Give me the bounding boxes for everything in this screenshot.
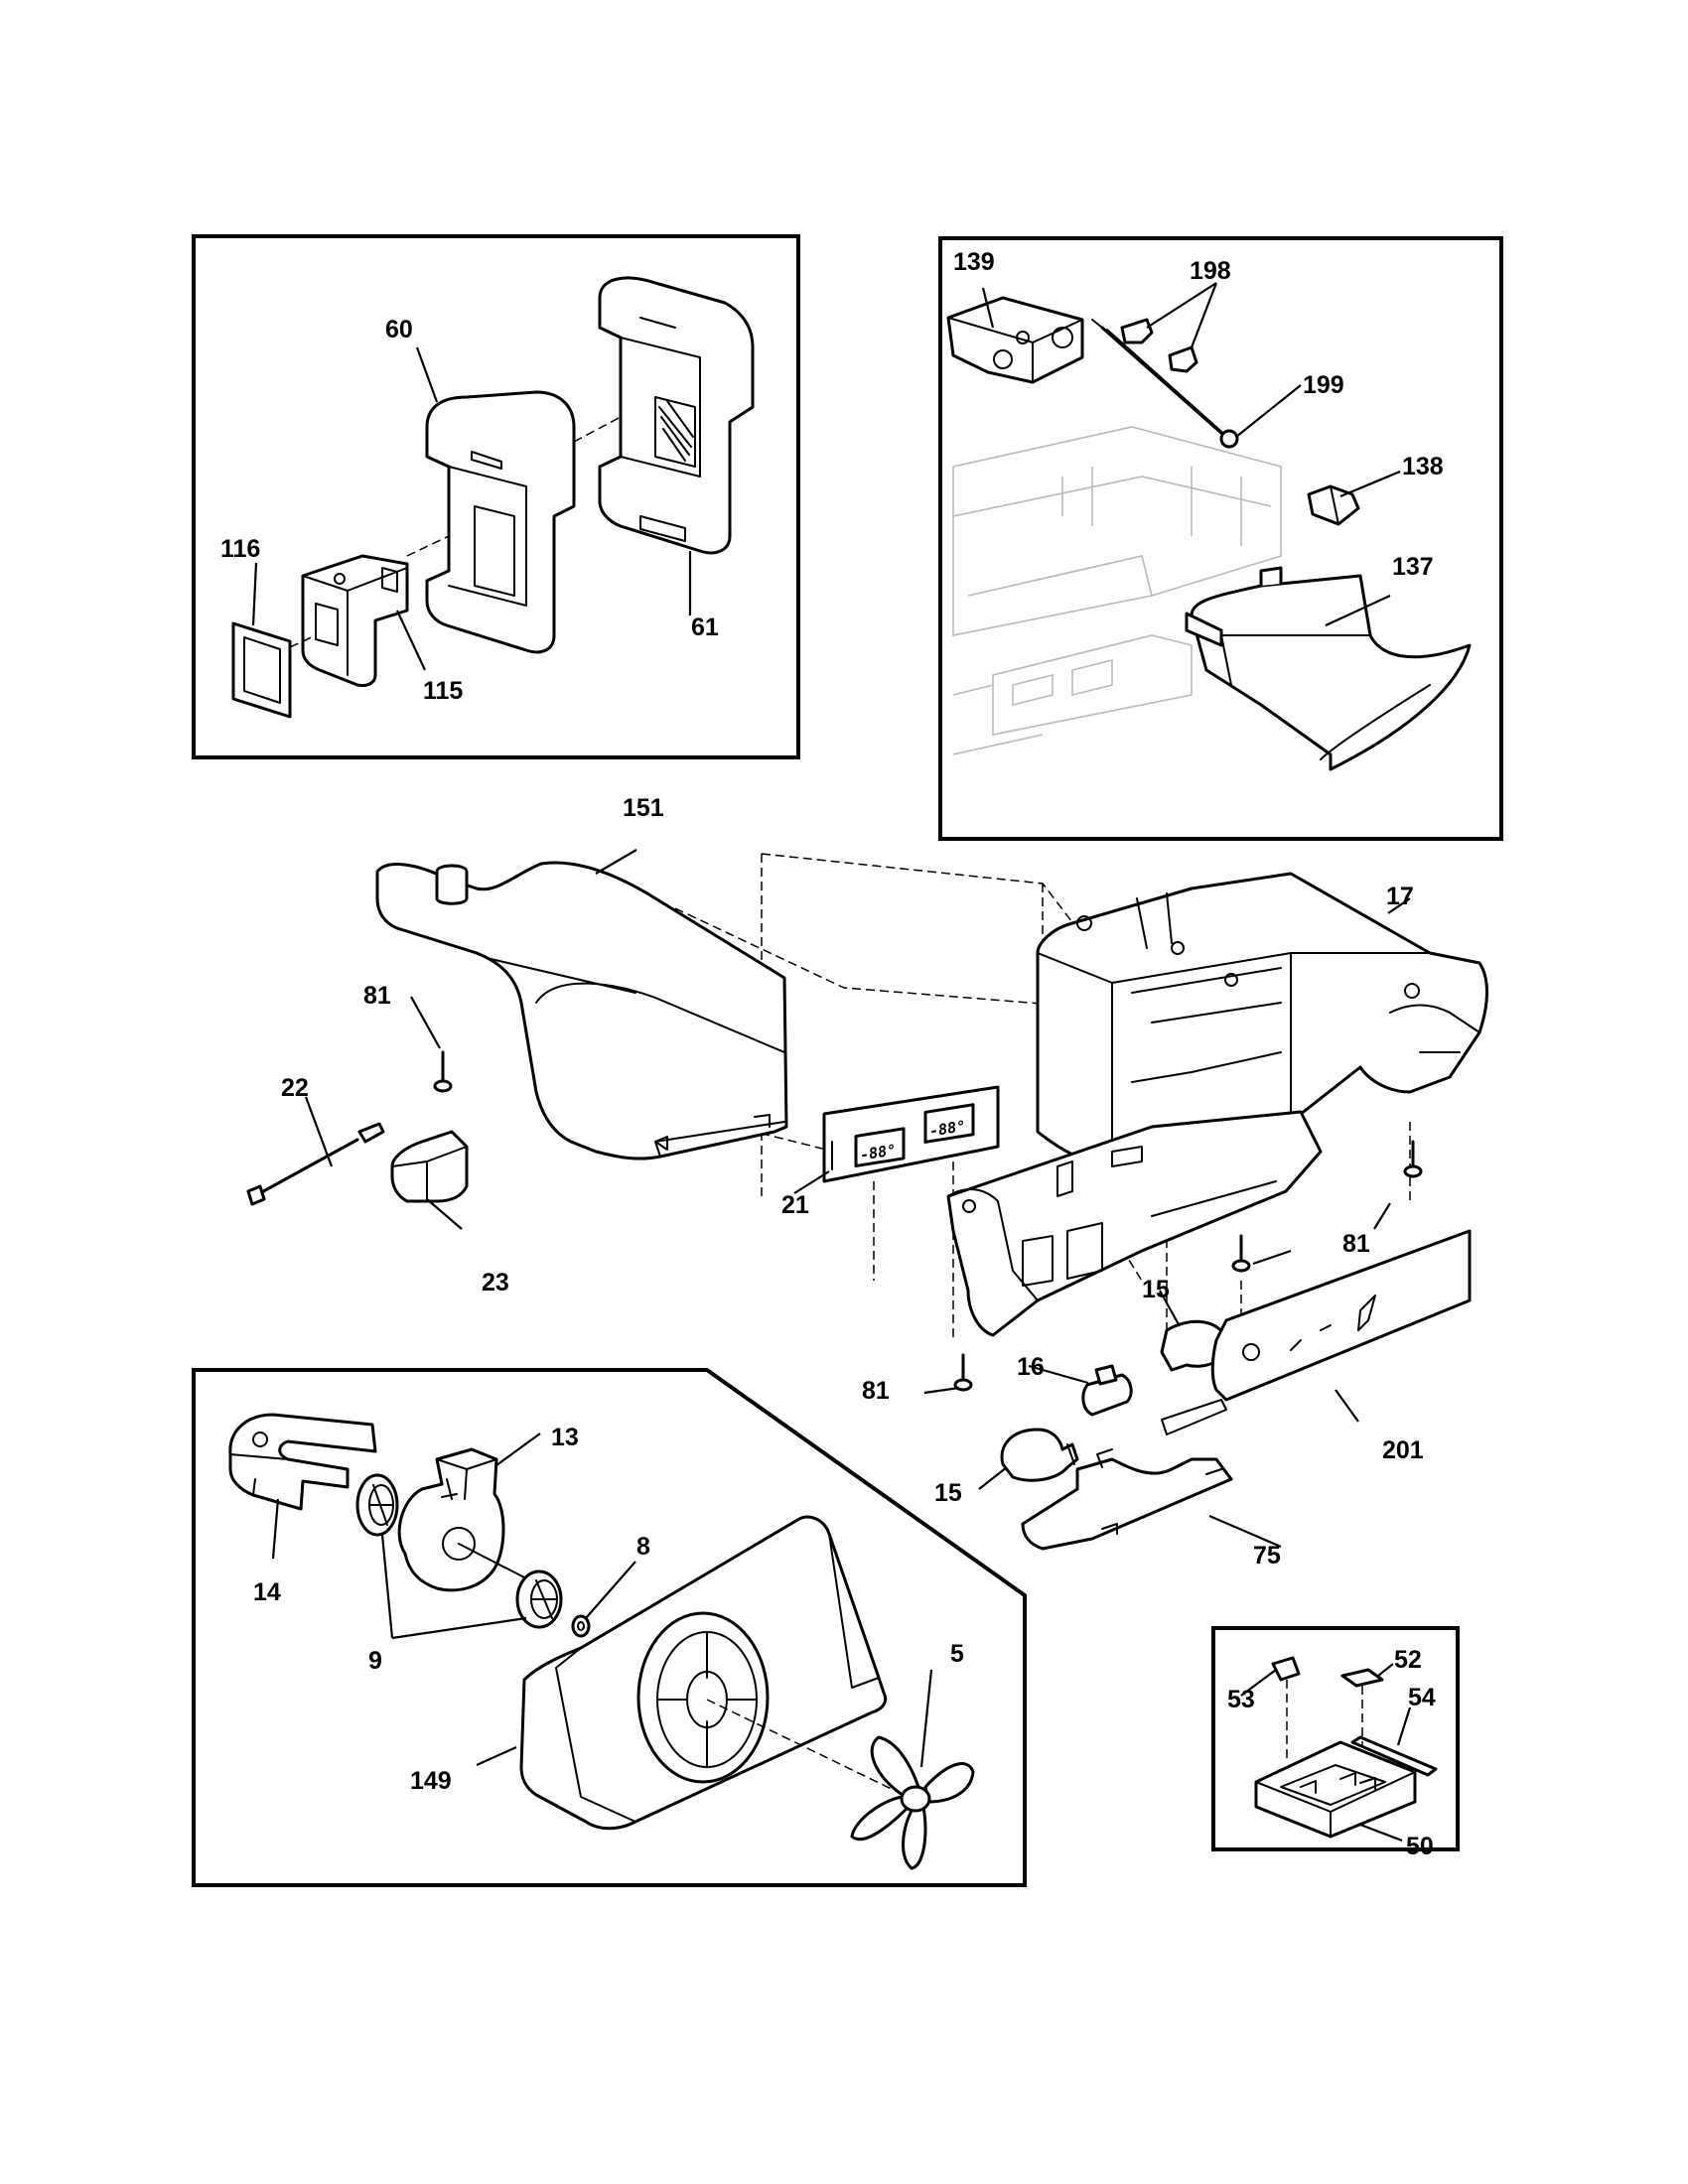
label-52: 52 <box>1394 1646 1422 1674</box>
part-13-motor <box>397 1447 527 1592</box>
main-assembly: -88° -88° <box>246 849 1488 1551</box>
part-149-fan-shroud <box>519 1515 888 1831</box>
alignment-line <box>289 416 622 648</box>
leader-line <box>271 1433 933 1768</box>
panel-top-right-border <box>938 236 1503 841</box>
label-17: 17 <box>1386 883 1414 910</box>
label-15-a: 15 <box>1142 1276 1170 1303</box>
part-198-clips <box>1120 318 1198 373</box>
part-21-control-board: -88° -88° <box>822 1085 1000 1183</box>
part-137-paddle <box>1185 566 1472 771</box>
part-61-housing <box>598 276 755 555</box>
label-50: 50 <box>1406 1833 1434 1860</box>
part-16-lamp-socket <box>1081 1364 1133 1417</box>
label-149: 149 <box>410 1767 452 1795</box>
part-17-dispenser-housing <box>1036 872 1488 1168</box>
label-81-b: 81 <box>1342 1230 1370 1258</box>
part-75-cover-strip <box>1021 1448 1233 1551</box>
label-75: 75 <box>1253 1542 1281 1570</box>
label-151: 151 <box>623 794 664 822</box>
label-21: 21 <box>781 1191 809 1219</box>
part-labels: 60 61 116 115 139 198 199 138 137 151 17… <box>220 248 1444 1860</box>
label-116: 116 <box>220 535 260 563</box>
label-15-b: 15 <box>934 1479 962 1507</box>
label-53: 53 <box>1227 1686 1255 1713</box>
part-8-washer <box>571 1614 591 1638</box>
label-23: 23 <box>482 1269 509 1297</box>
part-23-cover-cap <box>390 1130 469 1203</box>
part-81-screw-c <box>1231 1234 1251 1273</box>
part-81-screw-a <box>433 1050 453 1093</box>
dispenser-front-frame <box>946 1110 1323 1337</box>
panel-bottom-right-border <box>1211 1626 1460 1851</box>
part-199-rod <box>1091 319 1239 449</box>
part-151-duct <box>375 861 788 1160</box>
part-138-bracket <box>1307 484 1360 526</box>
label-13: 13 <box>551 1424 579 1451</box>
panel-bottom-right <box>1211 1626 1460 1851</box>
panel-top-left <box>192 234 800 759</box>
part-22-sensor-wire <box>246 1122 385 1206</box>
label-5: 5 <box>950 1640 964 1668</box>
label-198: 198 <box>1190 257 1231 285</box>
label-199: 199 <box>1303 371 1344 399</box>
part-14-bracket <box>228 1413 377 1511</box>
label-81-a: 81 <box>363 982 391 1010</box>
part-9-roller-lower <box>515 1570 563 1629</box>
part-52-retainer <box>1340 1668 1384 1688</box>
label-16: 16 <box>1017 1353 1045 1381</box>
leader-line <box>304 849 1411 1549</box>
label-139: 139 <box>953 248 995 276</box>
panel-top-right <box>938 236 1503 841</box>
part-54-bracket <box>1350 1735 1438 1777</box>
ghost-dispenser-outline <box>952 426 1282 755</box>
display-window <box>923 1103 975 1144</box>
label-115: 115 <box>423 677 463 705</box>
part-139-valve <box>946 296 1084 384</box>
display-readout: -88° <box>929 1117 965 1141</box>
label-61: 61 <box>691 614 719 641</box>
part-116-gasket <box>231 621 292 719</box>
label-8: 8 <box>636 1533 650 1561</box>
part-9-roller-upper <box>355 1473 399 1537</box>
label-22: 22 <box>281 1074 309 1102</box>
part-201-overlay <box>1161 1229 1472 1435</box>
alignment-line <box>1286 1680 1363 1762</box>
part-53-clip <box>1271 1656 1301 1682</box>
panel-bottom-left <box>192 1368 1027 1887</box>
alignment-line <box>706 1699 905 1796</box>
label-54: 54 <box>1408 1684 1436 1711</box>
panel-top-left-border <box>192 234 800 759</box>
display-readout: -88° <box>860 1141 896 1164</box>
part-5-fan-blade <box>706 1699 975 1870</box>
label-60: 60 <box>385 316 413 343</box>
part-15-lamp-lower <box>1000 1428 1079 1482</box>
panel-bottom-left-border <box>192 1368 1027 1887</box>
part-115-actuator <box>301 554 409 687</box>
label-137: 137 <box>1392 553 1434 581</box>
leader-line <box>1240 1663 1412 1843</box>
leader-line <box>251 282 1401 671</box>
part-60-cover <box>425 390 576 654</box>
part-81-screw-b <box>1403 1140 1423 1178</box>
label-81-c: 81 <box>862 1377 890 1405</box>
label-138: 138 <box>1402 453 1444 480</box>
part-50-control-box <box>1254 1740 1417 1839</box>
label-9: 9 <box>368 1647 382 1675</box>
label-201: 201 <box>1382 1436 1424 1464</box>
part-81-screw-d <box>953 1353 973 1392</box>
label-14: 14 <box>253 1578 281 1606</box>
display-window <box>854 1127 906 1167</box>
